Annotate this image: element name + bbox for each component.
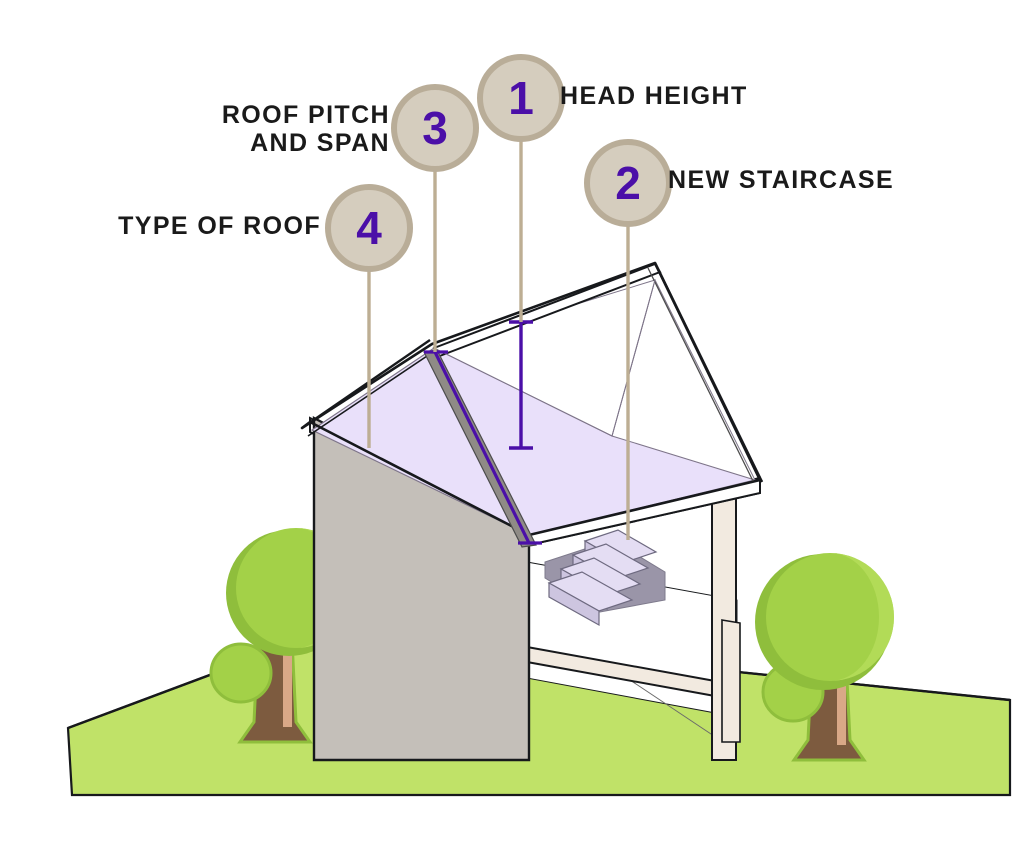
callout-badge-4[interactable]: 4 [325, 184, 413, 272]
callout-number-1: 1 [508, 72, 534, 124]
callout-number-2: 2 [615, 157, 641, 209]
callout-badge-2[interactable]: 2 [584, 139, 672, 227]
callout-number-3: 3 [422, 102, 448, 154]
callout-badge-3[interactable]: 3 [391, 84, 479, 172]
tree-right [755, 553, 894, 762]
leader-lines [367, 140, 630, 540]
callout-label-head-height: HEAD HEIGHT [560, 82, 748, 110]
new-staircase [544, 529, 666, 627]
callout-label-new-staircase: NEW STAIRCASE [668, 166, 895, 194]
callout-number-4: 4 [356, 202, 382, 254]
callout-label-type-of-roof: TYPE OF ROOF [118, 212, 321, 240]
callout-badge-1[interactable]: 1 [477, 54, 565, 142]
callout-label-roof-pitch-and-span: ROOF PITCH AND SPAN [221, 101, 390, 157]
